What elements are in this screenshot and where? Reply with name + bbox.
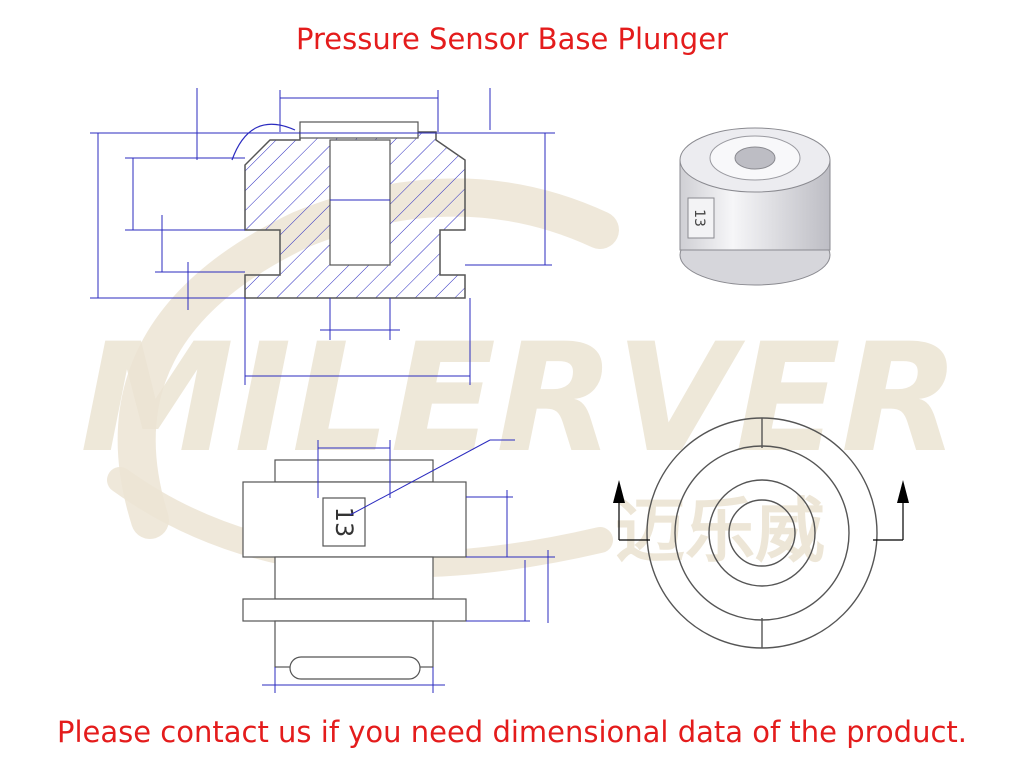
page-title: Pressure Sensor Base Plunger (296, 22, 728, 56)
isometric-view: 13 (679, 127, 831, 286)
section-dimension-lines (90, 88, 555, 385)
plan-view (613, 417, 909, 649)
front-flange (242, 598, 467, 622)
plan-bore (728, 499, 796, 567)
watermark-logo-latin: MILERVER (80, 312, 960, 486)
iso-marking-pad (687, 197, 715, 239)
section-arrow-left (613, 480, 625, 503)
section-bore (329, 139, 391, 266)
iso-part-marking: 13 (691, 209, 707, 227)
front-neck (274, 556, 434, 600)
front-marking-pad (322, 497, 366, 547)
front-dimension-lines (262, 439, 555, 693)
front-view: 13 (242, 439, 555, 693)
plan-ring-3 (708, 479, 816, 587)
section-view (90, 88, 555, 385)
section-top-cap (299, 121, 419, 139)
front-top-cap (274, 459, 434, 483)
front-slot (289, 656, 421, 680)
section-arrow-right (897, 480, 909, 503)
contact-note: Please contact us if you need dimensiona… (56, 715, 967, 749)
rotation-arc (231, 123, 296, 161)
iso-bore (734, 146, 776, 170)
front-part-marking: 13 (330, 507, 358, 538)
